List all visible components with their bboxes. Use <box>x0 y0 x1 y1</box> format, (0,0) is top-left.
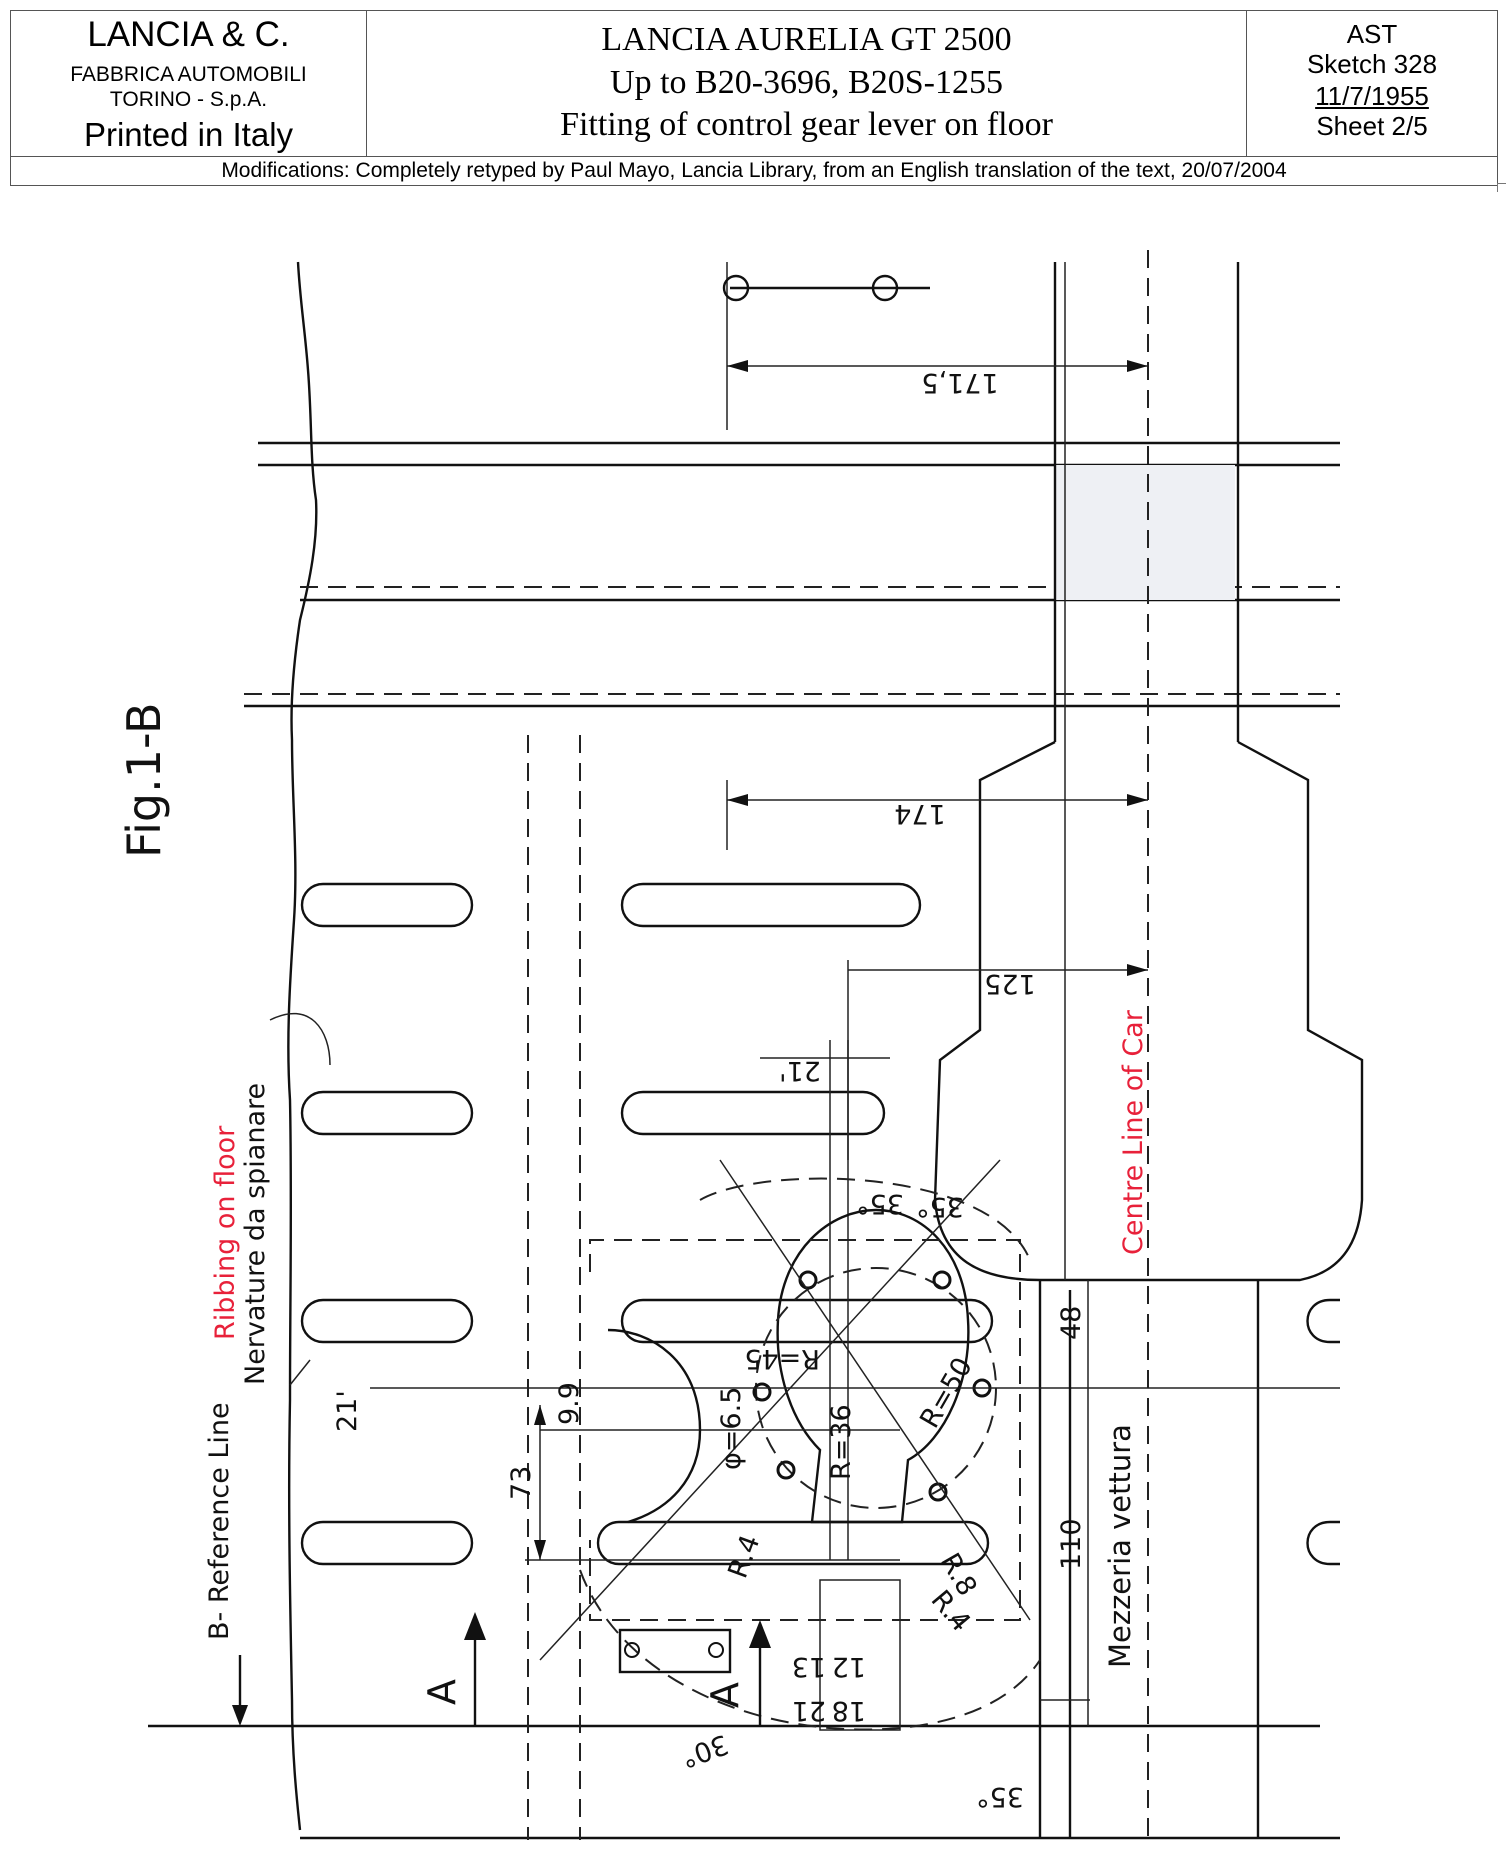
figure-label: Fig.1-B <box>117 703 171 859</box>
dim-18-label: 18 <box>832 1695 866 1726</box>
ribbing-leader-2 <box>289 1359 311 1386</box>
ribbing-leader-arrow <box>269 1013 331 1066</box>
dim-35c-label: 35° <box>976 1781 1024 1812</box>
lower-bracket <box>618 1628 732 1674</box>
dim-35a-label: 35° <box>856 1188 904 1219</box>
company-cell: LANCIA & C. FABBRICA AUTOMOBILI TORINO -… <box>11 11 367 156</box>
company-name: LANCIA & C. <box>87 15 290 54</box>
rib-left-2 <box>300 1090 474 1136</box>
cutout-dashed-box <box>589 1239 1021 1621</box>
lever-slot-dims <box>819 1579 901 1731</box>
dim-21c-label: 21 <box>792 1695 826 1726</box>
department-code: AST <box>1346 19 1398 49</box>
floor-ribs <box>300 882 1340 1566</box>
dim-125-arrow <box>1127 964 1148 976</box>
rib-mid-1 <box>620 882 922 928</box>
radius-50-label: R=50 <box>914 1352 979 1433</box>
ribbing-label-it: Nervature da spianare <box>240 1083 271 1385</box>
sheet-number: Sheet 2/5 <box>1316 111 1428 141</box>
dim-35b-label: 35° <box>916 1191 964 1222</box>
dim-21b-label: 21' <box>332 1390 363 1432</box>
arc-35-top <box>699 1177 1031 1261</box>
dim-1715-arrow-right <box>1127 360 1148 372</box>
title-block-main-row: LANCIA & C. FABBRICA AUTOMOBILI TORINO -… <box>11 11 1497 157</box>
dim-125-label: 125 <box>984 968 1036 999</box>
radius-36-label: R=36 <box>826 1404 857 1480</box>
dim-1715-label: 171,5 <box>921 367 998 398</box>
section-a-left-arrow <box>464 1612 486 1640</box>
rib-right-1 <box>1306 1298 1340 1344</box>
centre-line-label-it: Mezzeria vettura <box>1103 1424 1137 1668</box>
left-floor-edge <box>287 261 318 1831</box>
dim-174-label: 174 <box>894 798 946 829</box>
dim-174-arrow-right <box>1127 794 1148 806</box>
reference-cell: AST Sketch 328 11/7/1955 Sheet 2/5 <box>1247 11 1497 156</box>
factory-name: FABBRICA AUTOMOBILI <box>70 63 307 86</box>
mount-hole-2 <box>932 1270 952 1290</box>
reference-line-arrowhead <box>232 1705 248 1726</box>
modifications-note: Modifications: Completely retyped by Pau… <box>221 159 1287 182</box>
centre-line-label-en: Centre Line of Car <box>1118 1009 1149 1255</box>
mount-hole-6 <box>752 1382 772 1402</box>
dim-48-label: 48 <box>1056 1306 1087 1340</box>
dim-110-label: 110 <box>1056 1518 1087 1570</box>
bolt-head-2 <box>871 274 899 302</box>
rib-left-4 <box>300 1520 474 1566</box>
rib-mid-2 <box>620 1090 886 1136</box>
rib-left-1 <box>300 882 474 928</box>
bolt-head-1 <box>722 274 750 302</box>
dim-73-label: 73 <box>506 1466 537 1500</box>
cutout-arc <box>607 1328 702 1524</box>
section-a-right-label: A <box>703 1682 747 1708</box>
dim-174-arrow-left <box>727 794 748 806</box>
section-a-left-label: A <box>420 1679 464 1705</box>
rib-mid-4 <box>596 1520 990 1566</box>
mount-hole-3 <box>776 1460 796 1480</box>
dim-21a-label: 21' <box>779 1055 821 1086</box>
bracket-hole-2 <box>708 1642 724 1658</box>
tunnel-shading <box>1055 465 1235 600</box>
dim-99-label: 9.9 <box>554 1382 585 1425</box>
dim-73-arrow-bottom <box>534 1540 546 1560</box>
diag-line-1 <box>719 1159 1031 1621</box>
diag-line-2 <box>539 1159 1001 1661</box>
bracket-hole-1 <box>624 1642 640 1658</box>
ribbing-label-en: Ribbing on floor <box>210 1125 241 1340</box>
rib-right-2 <box>1306 1520 1340 1566</box>
sketch-number: Sketch 328 <box>1306 49 1438 79</box>
radius-4a-label: R.4 <box>722 1531 766 1583</box>
rib-left-3 <box>300 1298 474 1344</box>
chassis-range: Up to B20-3696, B20S-1255 <box>610 64 1003 101</box>
dim-73-arrow-top <box>534 1405 546 1425</box>
phi-label: φ=6.5 <box>716 1387 747 1470</box>
section-a-right-arrow <box>749 1620 771 1648</box>
dim-12-label: 12 <box>832 1651 866 1682</box>
mount-hole-1 <box>798 1270 818 1290</box>
drawing-subject: Fitting of control gear lever on floor <box>560 106 1053 143</box>
model-title: LANCIA AURELIA GT 2500 <box>601 21 1012 58</box>
drawing-date: 11/7/1955 <box>1315 81 1429 111</box>
company-city: TORINO - S.p.A. <box>109 88 268 111</box>
printed-in: Printed in Italy <box>83 116 294 153</box>
radius-45-label: R=45 <box>744 1343 820 1374</box>
rib-mid-3 <box>620 1298 994 1344</box>
dim-30-label: 30° <box>677 1728 733 1773</box>
title-block: LANCIA & C. FABBRICA AUTOMOBILI TORINO -… <box>10 10 1498 186</box>
reference-line-label: B- Reference Line <box>204 1402 235 1640</box>
title-cell: LANCIA AURELIA GT 2500 Up to B20-3696, B… <box>367 11 1247 156</box>
dim-13-label: 13 <box>792 1651 826 1682</box>
corner-mark <box>1497 183 1506 192</box>
lever-plate-outline <box>776 1208 970 1524</box>
dim-1715-arrow-left <box>727 360 748 372</box>
